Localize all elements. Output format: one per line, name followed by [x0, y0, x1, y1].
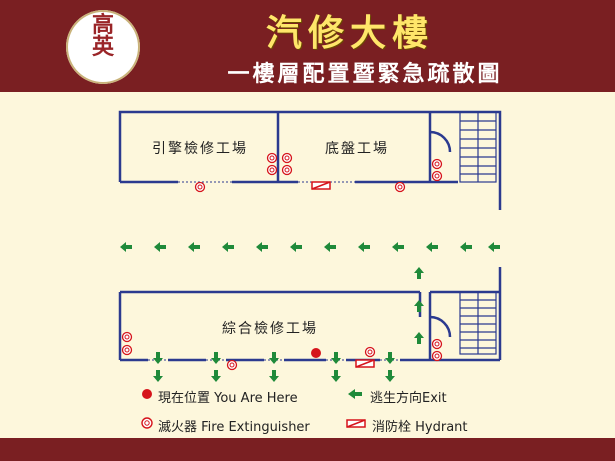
header-banner: 高 英 汽修大樓 一樓層配置暨緊急疏散圖: [0, 0, 615, 92]
legend-hydrant: 消防栓 Hydrant: [372, 420, 468, 435]
page-title: 汽修大樓: [265, 12, 434, 54]
fire-extinguisher-icon: [226, 359, 238, 371]
exit-arrow-icon: [358, 242, 370, 252]
fire-extinguisher-icon: [431, 170, 443, 182]
exit-arrow-icon: [414, 332, 424, 344]
exit-arrow-icon: [154, 242, 166, 252]
fire-extinguisher-icon: [281, 164, 293, 176]
exit-arrow-icon: [331, 370, 341, 382]
fire-extinguisher-icon: [121, 331, 133, 343]
exit-arrow-icon: [153, 352, 163, 364]
exit-arrow-icon: [290, 242, 302, 252]
fire-extinguisher-icon: [281, 152, 293, 164]
room-general-label: 綜合檢修工場: [222, 321, 318, 337]
exit-arrow-icon: [331, 352, 341, 364]
exit-arrow-icon: [385, 370, 395, 382]
school-logo: 高 英: [66, 10, 140, 84]
door-swing-2: [429, 315, 452, 338]
exit-arrow-icon: [188, 242, 200, 252]
page-subtitle: 一樓層配置暨緊急疏散圖: [227, 62, 503, 87]
exit-legend-icon: [348, 389, 362, 399]
fire-extinguisher-icon: [266, 152, 278, 164]
door-swing-1: [429, 130, 452, 153]
stairs-top: [459, 111, 497, 183]
fire-extinguisher-icon: [364, 346, 376, 358]
exit-arrow-icon: [488, 242, 500, 252]
exit-arrow-icon: [120, 242, 132, 252]
exit-arrow-icon: [211, 370, 221, 382]
extinguisher-legend-icon: [141, 417, 153, 429]
exit-arrow-icon: [211, 352, 221, 364]
fire-extinguisher-icon: [431, 338, 443, 350]
exit-arrow-icon: [414, 300, 424, 312]
exit-arrow-icon: [269, 370, 279, 382]
exit-arrow-icon: [269, 352, 279, 364]
legend-exit: 逃生方向Exit: [370, 391, 447, 406]
exit-arrows: [120, 242, 500, 382]
exit-arrow-icon: [460, 242, 472, 252]
exit-arrow-icon: [414, 267, 424, 279]
you-are-here-legend-icon: [142, 389, 152, 399]
exit-arrow-icon: [392, 242, 404, 252]
fire-extinguisher-icon: [194, 181, 206, 193]
logo-char-2: 英: [91, 34, 114, 60]
stairs-bottom: [459, 291, 497, 355]
exit-arrow-icon: [324, 242, 336, 252]
you-are-here-icon: [311, 348, 321, 358]
logo-char-1: 高: [91, 12, 114, 38]
legend-extinguisher: 滅火器 Fire Extinguisher: [158, 420, 310, 435]
fire-extinguisher-icon: [394, 181, 406, 193]
exit-arrow-icon: [153, 370, 163, 382]
room-engine-label: 引擎檢修工場: [152, 141, 248, 157]
fire-extinguisher-icon: [431, 350, 443, 362]
fire-extinguisher-icon: [266, 164, 278, 176]
fire-extinguishers: [121, 152, 443, 371]
hydrants: [311, 181, 375, 368]
hydrant-legend-icon: [346, 419, 366, 428]
legend-you-are-here: 現在位置 You Are Here: [158, 391, 298, 406]
room-chassis-label: 底盤工場: [325, 141, 389, 157]
exit-arrow-icon: [222, 242, 234, 252]
fire-extinguisher-icon: [121, 344, 133, 356]
exit-arrow-icon: [385, 352, 395, 364]
footer-band: [0, 438, 615, 461]
floor-plan-panel: [0, 92, 615, 438]
wall-top-outer: [118, 110, 502, 210]
floor-plan: [118, 110, 502, 429]
exit-arrow-icon: [426, 242, 438, 252]
exit-arrow-icon: [256, 242, 268, 252]
fire-extinguisher-icon: [431, 158, 443, 170]
